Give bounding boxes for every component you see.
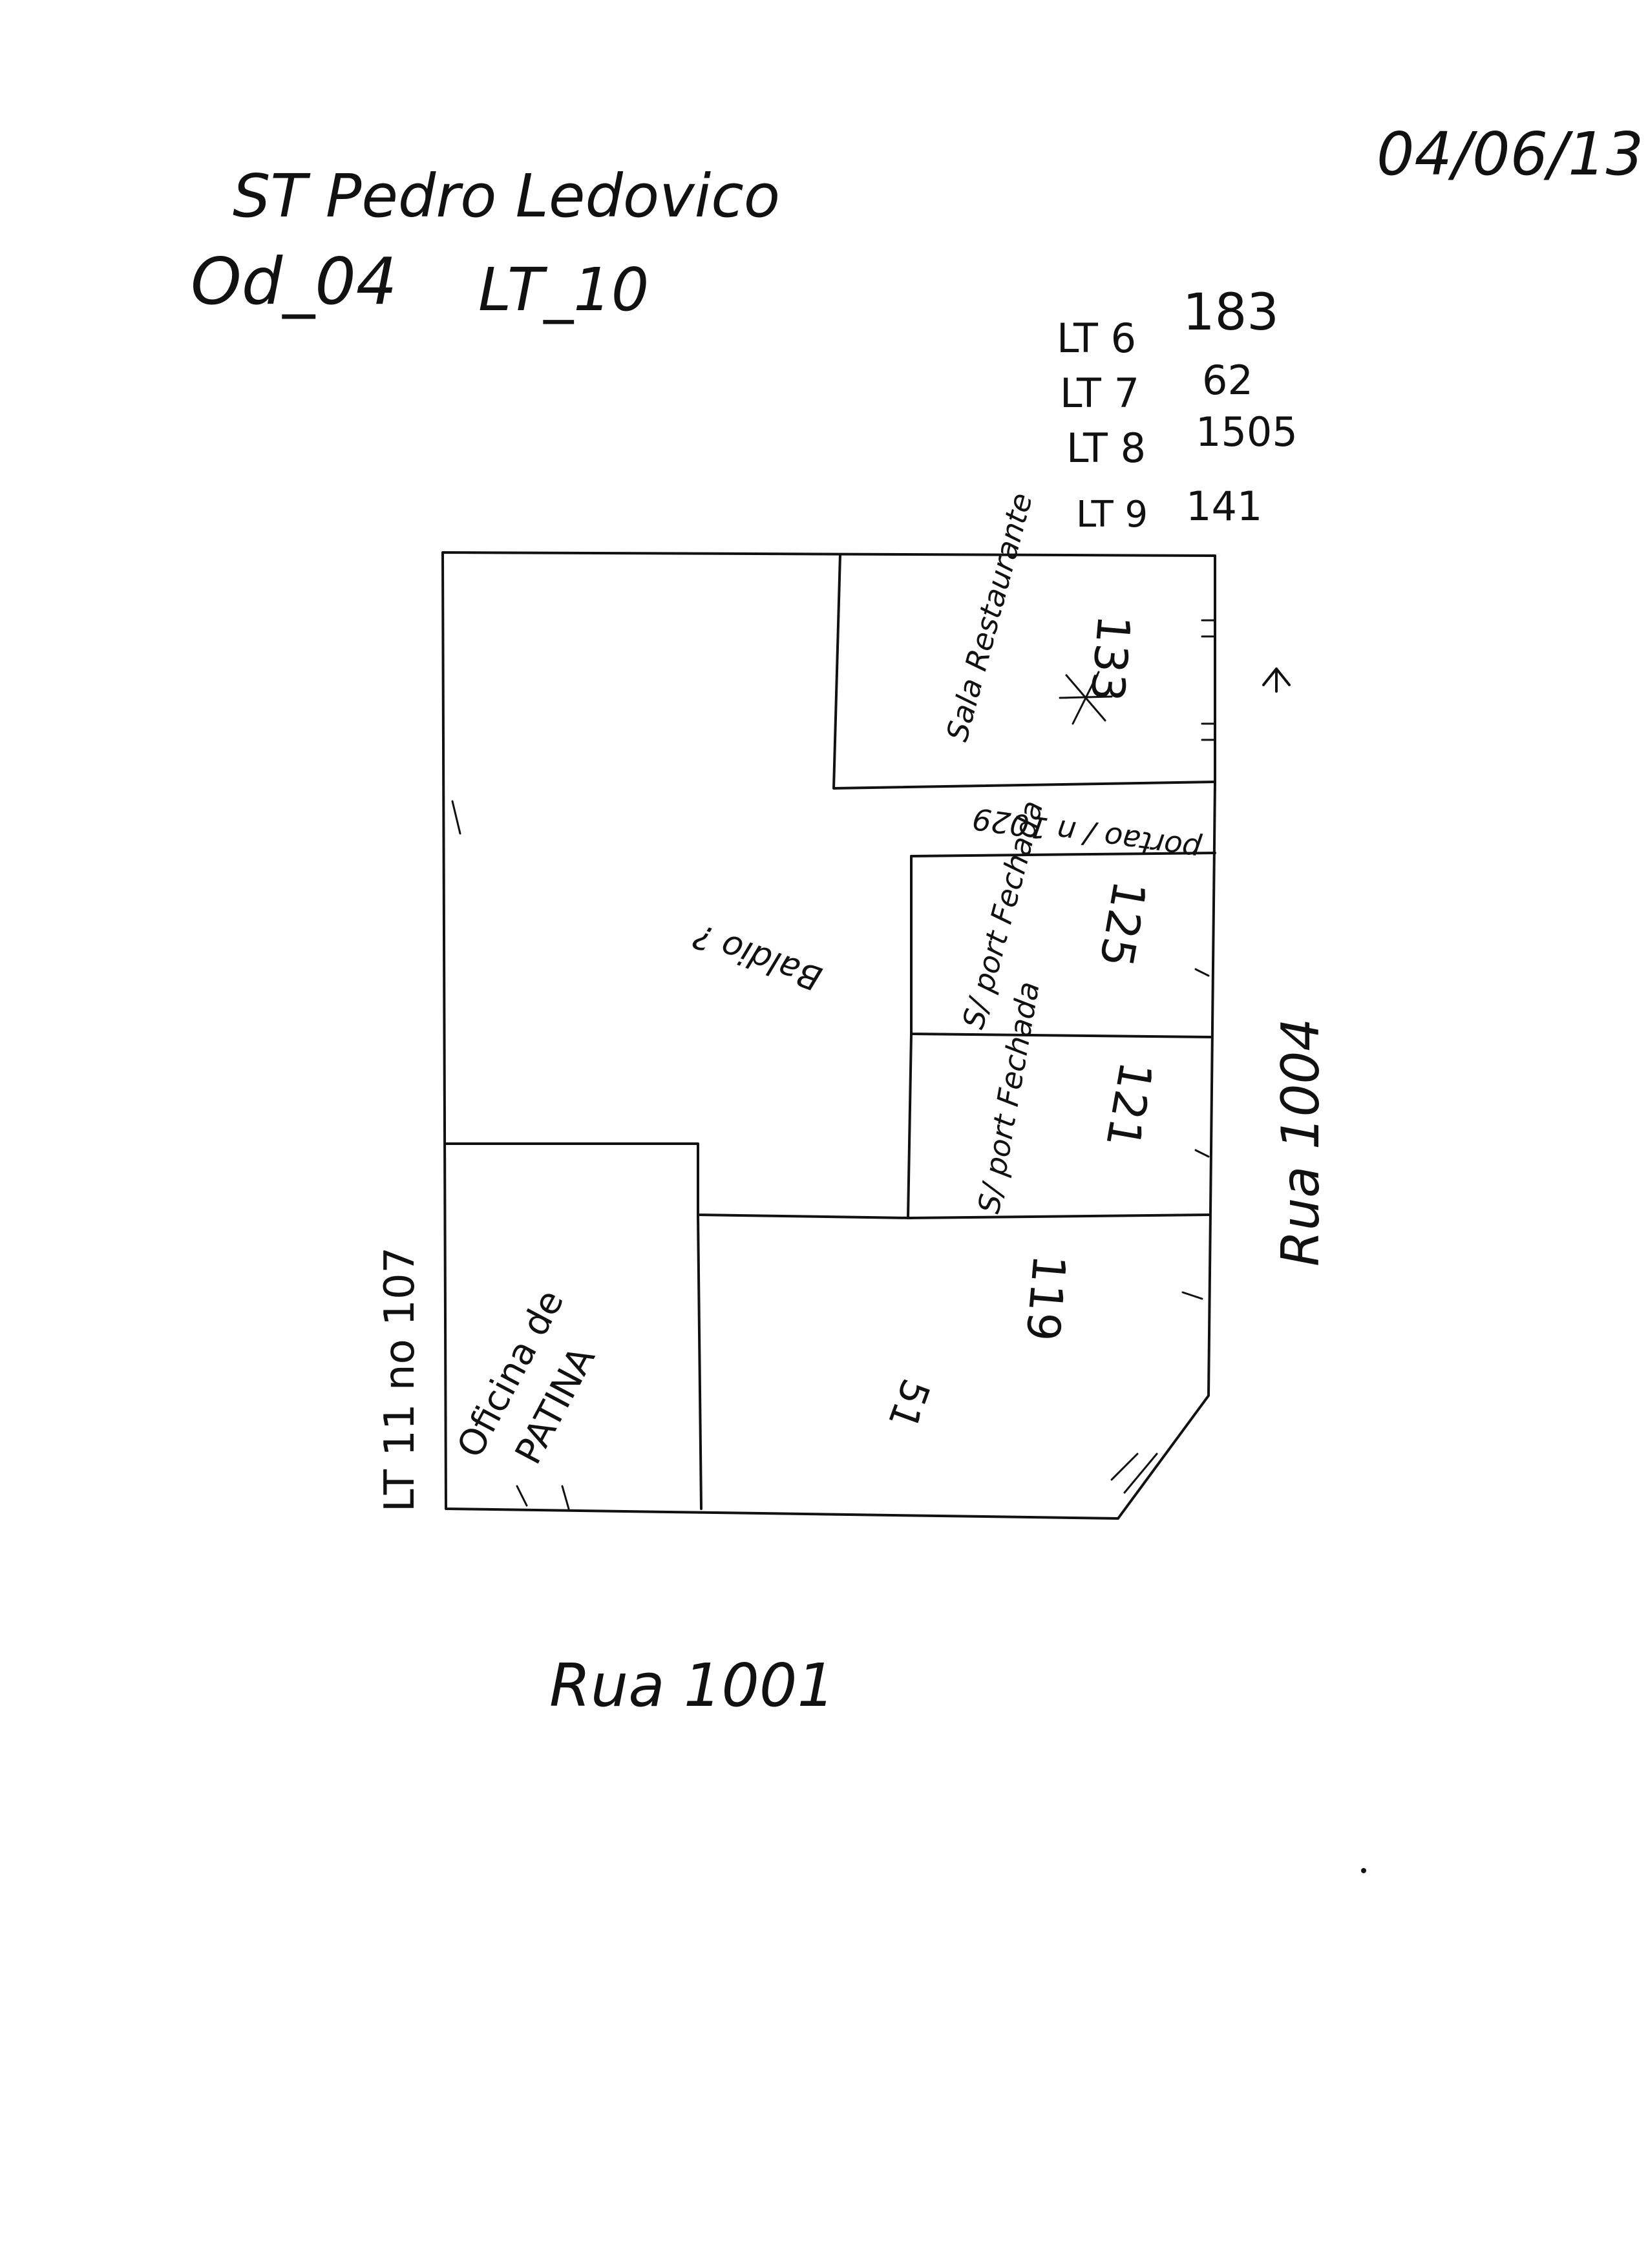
title-block: Od_04	[191, 244, 397, 319]
floor-plan	[441, 551, 1291, 1520]
lot-value: 1505	[1196, 408, 1298, 456]
corridor-wall	[910, 852, 1216, 857]
wall-ticks	[1201, 619, 1216, 741]
room-125-number: 125	[1089, 877, 1156, 971]
room-121-number: 121	[1095, 1058, 1163, 1152]
title-lot: LT_10	[478, 255, 649, 324]
main-area-note: Baldio ?	[689, 916, 827, 998]
corner-marks	[1110, 1453, 1158, 1494]
bottom-street-label: Rua 1001	[549, 1651, 835, 1720]
lot-value: 183	[1183, 284, 1279, 342]
plan-outer-boundary	[441, 551, 1216, 1520]
star-marker	[1059, 671, 1113, 725]
room-125-wall	[910, 855, 1213, 1038]
left-lot-label: LT 11 no 107	[376, 1247, 424, 1512]
stray-mark	[1361, 1868, 1366, 1873]
room-133-wall	[832, 553, 1216, 790]
lot-label: LT 9	[1076, 494, 1148, 536]
office-wall	[697, 1213, 703, 1510]
room-133-number: 133	[1080, 613, 1140, 704]
north-arrow	[1262, 667, 1291, 693]
lot-label: LT 7	[1060, 370, 1139, 417]
lot-label: LT 8	[1066, 425, 1146, 472]
right-street-label: Rua 1004	[1271, 1018, 1331, 1266]
room-51-number: 51	[879, 1373, 938, 1435]
title-line-1: ST Pedro Ledovico	[233, 162, 780, 231]
room-121-wall	[907, 1033, 1210, 1219]
room-133-note: Sala Restaurante	[939, 489, 1039, 745]
room-119-number: 119	[1015, 1253, 1075, 1343]
lot-list: LT 6 183 LT 7 62 LT 8 1505 LT 9 141	[1057, 284, 1298, 536]
date-label: 04/06/13	[1377, 120, 1643, 189]
wall-ticks	[1181, 968, 1210, 1300]
main-area-wall	[445, 1142, 913, 1219]
lot-value: 141	[1186, 483, 1262, 530]
lot-value: 62	[1202, 357, 1253, 404]
lot-label: LT 6	[1057, 315, 1136, 362]
wall-ticks	[451, 800, 570, 1510]
